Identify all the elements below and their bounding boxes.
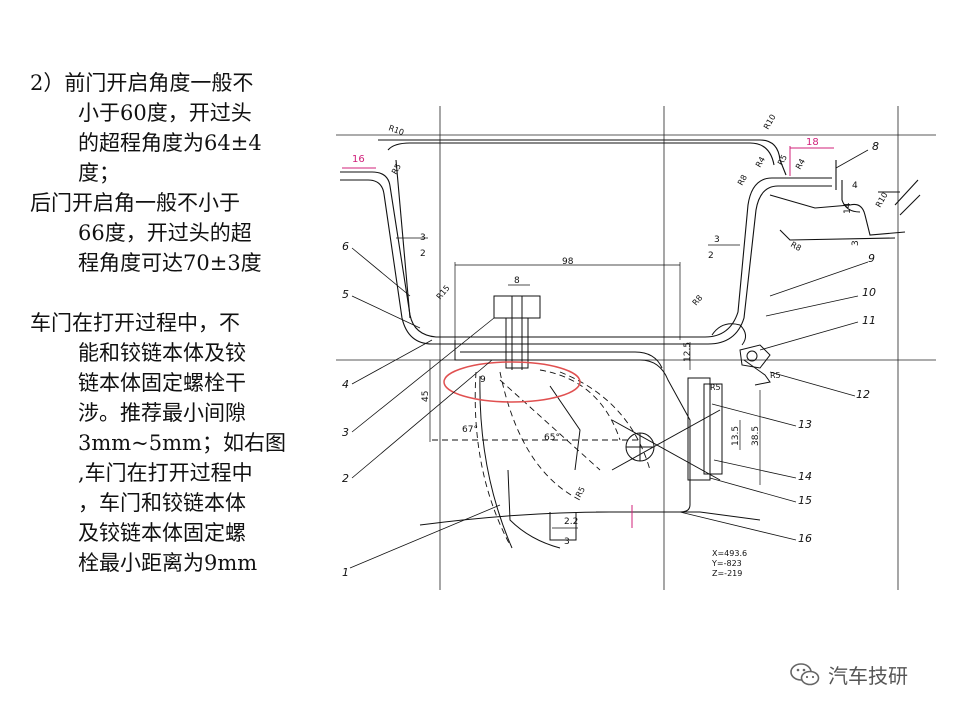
dim-2-left: 2 — [420, 249, 426, 259]
note-line: 小于60度，开过头 — [78, 101, 252, 125]
dim-9: 9 — [480, 375, 486, 385]
radius-label: R5 — [770, 371, 781, 380]
radius-label: R5 — [574, 485, 587, 499]
dim-45: 45 — [421, 391, 431, 402]
note-line: ，车门和铰链本体 — [78, 491, 246, 515]
note-line: 程角度可达70±3度 — [78, 251, 262, 275]
radius-label: R8 — [691, 293, 705, 307]
coord-y: Y=-823 — [711, 559, 742, 568]
callout-16: 16 — [798, 532, 812, 545]
callout-numbers: 1 2 3 4 5 6 8 9 10 11 12 13 14 15 16 — [342, 140, 879, 579]
callout-4: 4 — [342, 378, 349, 391]
interference-highlight — [443, 361, 581, 403]
callout-15: 15 — [798, 494, 812, 507]
note-line: ,车门在打开过程中 — [78, 461, 253, 485]
note-line: 栓最小距离为9mm — [78, 551, 258, 575]
dim-3-bottom: 3 — [564, 537, 570, 547]
note-line: 能和铰链本体及铰 — [78, 341, 246, 365]
dim-14: 14 — [843, 202, 853, 214]
dimension-lines — [396, 237, 761, 529]
dim-13-5: 13.5 — [731, 426, 741, 446]
note-line: 后门开启角一般不小于 — [30, 191, 240, 215]
hinge-assembly — [419, 295, 771, 541]
dim-18: 18 — [806, 137, 819, 148]
radius-label: R4 — [794, 157, 807, 171]
dim-2-2: 2.2 — [564, 517, 578, 527]
radius-label: R4 — [754, 155, 767, 169]
note-line: 车门在打开过程中，不 — [30, 311, 240, 335]
dim-16: 16 — [352, 154, 365, 165]
callout-2: 2 — [342, 472, 349, 485]
note-line: 度； — [78, 161, 120, 185]
radius-label: R10 — [762, 113, 778, 131]
note-line: 链本体固定螺栓干 — [78, 371, 246, 395]
dim-3-left: 3 — [420, 233, 426, 243]
note-line: 及铰链本体固定螺 — [78, 521, 246, 545]
magenta-dimensions — [342, 146, 834, 528]
dim-38-5: 38.5 — [751, 426, 761, 446]
hinge-section-drawing: 16 18 98 8 12.5 45 67° 65° 9 2.2 3 13.5 … — [336, 100, 936, 604]
callout-5: 5 — [342, 288, 349, 301]
coordinate-readout: X=493.6 Y=-823 Z=-219 — [711, 549, 747, 578]
callout-9: 9 — [868, 252, 875, 265]
coord-z: Z=-219 — [712, 569, 742, 578]
callout-14: 14 — [798, 470, 812, 483]
dim-4: 4 — [852, 181, 858, 191]
radius-label: R8 — [736, 173, 749, 187]
callout-10: 10 — [862, 286, 876, 299]
watermark: 汽车技研 — [790, 660, 908, 689]
dim-98: 98 — [562, 257, 574, 267]
note-line: 2）前门开启角度一般不 — [30, 71, 254, 95]
callout-12: 12 — [856, 388, 870, 401]
dim-2-right: 2 — [708, 251, 714, 261]
radius-label: R5 — [390, 162, 403, 176]
callout-8: 8 — [872, 140, 879, 153]
radius-labels: R10 R5 R15 R8 R10 R5 R8 R4 R4 R8 R10 R5 … — [387, 113, 889, 499]
dim-65deg: 65° — [544, 433, 560, 443]
coord-x: X=493.6 — [712, 549, 747, 558]
notes-text: 2）前门开启角度一般不 小于60度，开过头 的超程角度为64±4 度； 后门开启… — [30, 68, 320, 578]
radius-label: R5 — [776, 153, 789, 167]
callout-3: 3 — [342, 426, 349, 439]
callout-6: 6 — [342, 240, 349, 253]
radius-label: R8 — [789, 240, 803, 253]
note-line: 3mm~5mm；如右图 — [78, 431, 286, 455]
note-line: 涉。推荐最小间隙 — [78, 401, 246, 425]
dim-3-far: 3 — [851, 240, 861, 246]
radius-label: R15 — [435, 283, 452, 301]
radius-label: R10 — [874, 191, 890, 209]
body-profile — [340, 139, 921, 345]
dim-12-5: 12.5 — [683, 342, 693, 362]
door-swing-arcs — [432, 369, 651, 546]
note-line: 的超程角度为64±4 — [78, 131, 262, 155]
callout-leaders — [349, 149, 869, 569]
callout-1: 1 — [342, 566, 349, 579]
reference-grid — [336, 106, 936, 590]
wechat-icon — [790, 662, 820, 685]
radius-label: R5 — [710, 383, 721, 392]
door-profile — [479, 375, 581, 549]
drawing-svg: 16 18 98 8 12.5 45 67° 65° 9 2.2 3 13.5 … — [336, 106, 936, 590]
watermark-text: 汽车技研 — [828, 664, 908, 688]
dim-8: 8 — [514, 276, 520, 286]
dim-3-right: 3 — [714, 235, 720, 245]
callout-11: 11 — [862, 314, 876, 327]
callout-13: 13 — [798, 418, 812, 431]
dim-67deg: 67° — [462, 425, 478, 435]
note-line: 66度，开过头的超 — [78, 221, 252, 245]
